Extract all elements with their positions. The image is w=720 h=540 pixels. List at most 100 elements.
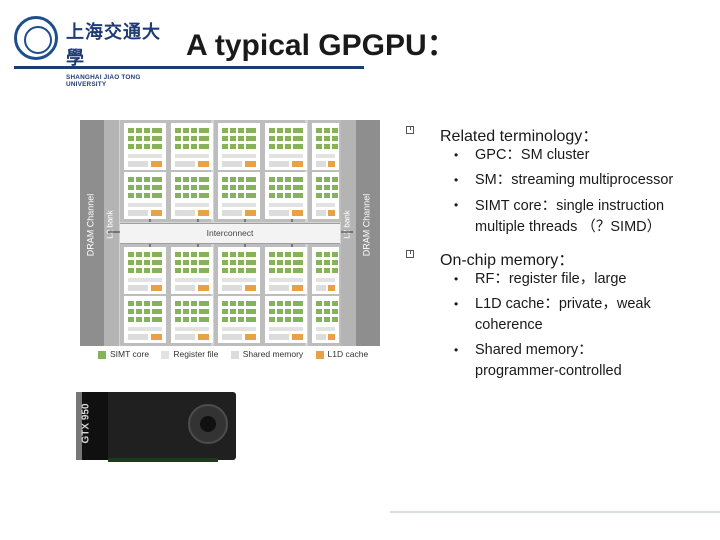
- simt-core-block: [238, 185, 244, 190]
- card-bracket: [76, 392, 82, 460]
- simt-core-block: [191, 136, 197, 141]
- simt-core-block: [285, 309, 291, 314]
- simt-core-block: [136, 193, 142, 198]
- simt-core-block: [230, 185, 236, 190]
- bullet-dot: •: [454, 148, 459, 162]
- simt-core-block: [324, 177, 330, 182]
- title-underline: [14, 66, 364, 69]
- simt-core-block: [144, 268, 150, 273]
- legend-item-l1d-cache: L1D cache: [315, 349, 368, 359]
- simt-core-block: [136, 268, 142, 273]
- simt-core-block: [277, 177, 283, 182]
- simt-core-block: [183, 268, 189, 273]
- simt-core-block: [277, 252, 283, 257]
- simt-core-block: [144, 260, 150, 265]
- sm-tile: [171, 123, 213, 170]
- simt-core-block: [246, 144, 252, 149]
- simt-core-block: [285, 252, 291, 257]
- simt-core-block: [250, 268, 256, 273]
- simt-core-block: [293, 309, 299, 314]
- register-file-block: [128, 154, 162, 158]
- simt-core-block: [297, 177, 303, 182]
- university-seal-logo: [14, 16, 58, 60]
- simt-core-block: [152, 260, 158, 265]
- simt-core-block: [128, 144, 134, 149]
- simt-core-block: [144, 136, 150, 141]
- simt-core-block: [332, 185, 338, 190]
- simt-core-block: [128, 252, 134, 257]
- simt-core-block: [183, 252, 189, 257]
- simt-core-block: [332, 268, 338, 273]
- l1d-cache-block: [198, 285, 209, 291]
- simt-core-block: [250, 185, 256, 190]
- simt-core-block: [246, 309, 252, 314]
- bullet-dot: •: [454, 198, 459, 212]
- simt-core-block: [222, 193, 228, 198]
- simt-core-block: [238, 268, 244, 273]
- simt-core-block: [191, 144, 197, 149]
- sm-tile: [171, 296, 213, 343]
- simt-core-block: [128, 268, 134, 273]
- simt-core-block: [183, 260, 189, 265]
- shared-memory-block: [316, 210, 326, 216]
- simt-core-block: [230, 193, 236, 198]
- simt-core-block: [324, 136, 330, 141]
- simt-core-block: [222, 252, 228, 257]
- simt-core-block: [136, 252, 142, 257]
- simt-core-block: [250, 128, 256, 133]
- l1d-cache-block: [198, 210, 209, 216]
- l1d-cache-block: [151, 210, 162, 216]
- simt-core-block: [269, 252, 275, 257]
- l1d-cache-block: [245, 161, 256, 167]
- simt-core-block: [128, 136, 134, 141]
- simt-core-block: [293, 260, 299, 265]
- simt-core-block: [246, 193, 252, 198]
- l1d-cache-block: [245, 285, 256, 291]
- interconnect-bar: Interconnect: [120, 223, 340, 244]
- simt-core-block: [152, 317, 158, 322]
- simt-core-block: [246, 260, 252, 265]
- simt-core-block: [136, 260, 142, 265]
- interconnect-label: Interconnect: [206, 228, 254, 238]
- simt-core-block: [183, 309, 189, 314]
- sm-tile: [124, 172, 166, 219]
- university-logo-text: 上海交通大學 SHANGHAI JIAO TONG UNIVERSITY: [66, 18, 178, 88]
- simt-core-block: [277, 185, 283, 190]
- simt-core-block: [277, 317, 283, 322]
- sm-tile: [218, 296, 260, 343]
- simt-core-block: [277, 193, 283, 198]
- simt-core-block: [203, 128, 209, 133]
- simt-core-block: [293, 177, 299, 182]
- simt-core-block: [136, 317, 142, 322]
- simt-core-block: [199, 185, 205, 190]
- shared-memory-block: [128, 334, 148, 340]
- simt-core-block: [156, 252, 162, 257]
- shared-memory-block: [269, 210, 289, 216]
- simt-core-block: [156, 260, 162, 265]
- simt-core-block: [199, 260, 205, 265]
- simt-core-block: [238, 177, 244, 182]
- simt-core-block: [175, 309, 181, 314]
- register-file-block: [175, 154, 209, 158]
- simt-core-block: [285, 268, 291, 273]
- simt-core-block: [293, 193, 299, 198]
- simt-core-block: [316, 128, 322, 133]
- simt-core-block: [144, 309, 150, 314]
- simt-core-block: [316, 193, 322, 198]
- simt-core-block: [222, 260, 228, 265]
- list-item: GPC：SM cluster: [475, 147, 590, 163]
- simt-core-block: [156, 309, 162, 314]
- simt-core-block: [332, 301, 338, 306]
- simt-core-block: [293, 252, 299, 257]
- shared-memory-block: [316, 334, 326, 340]
- bullet-dot: •: [454, 343, 459, 357]
- shared-memory-block: [128, 285, 148, 291]
- simt-core-block: [250, 301, 256, 306]
- simt-core-block: [250, 309, 256, 314]
- simt-core-block: [152, 177, 158, 182]
- simt-core-block: [136, 301, 142, 306]
- sm-tile: [265, 172, 307, 219]
- simt-core-block: [269, 268, 275, 273]
- l1d-cache-block: [292, 210, 303, 216]
- register-file-block: [269, 327, 303, 331]
